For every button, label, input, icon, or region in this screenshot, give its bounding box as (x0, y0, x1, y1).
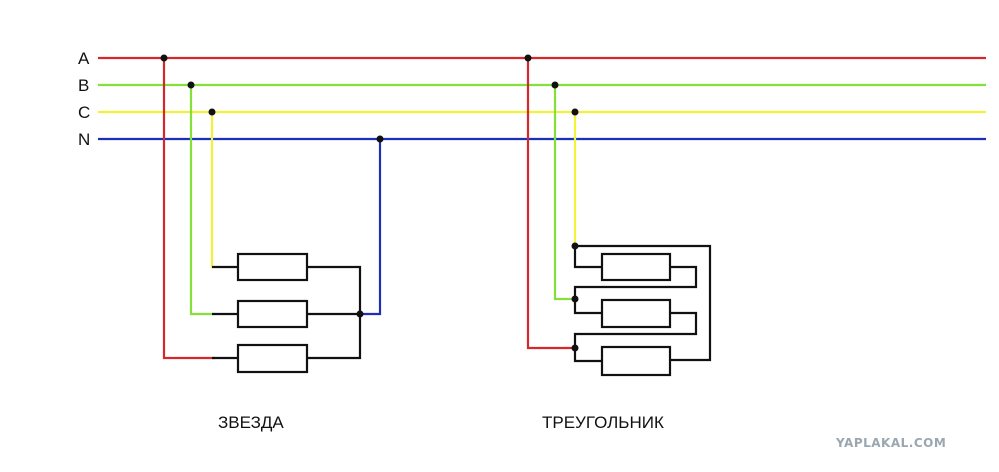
star-junctions (160, 54, 384, 318)
resistor (600, 298, 672, 329)
bus-lines (98, 56, 986, 141)
delta-junctions (524, 54, 579, 352)
star-connection (162, 58, 382, 374)
resistor (600, 345, 672, 377)
resistor (236, 252, 309, 282)
resistor (600, 252, 672, 282)
label-n: N (78, 130, 90, 149)
watermark: YAPLAKAL.COM (835, 436, 946, 450)
resistor (236, 343, 309, 374)
label-c: C (78, 103, 90, 122)
delta-connection (526, 58, 712, 377)
caption-star: ЗВЕЗДА (218, 413, 284, 432)
label-b: B (78, 76, 89, 95)
resistor (236, 299, 309, 329)
label-a: A (78, 49, 90, 68)
caption-delta: ТРЕУГОЛЬНИК (542, 413, 664, 432)
